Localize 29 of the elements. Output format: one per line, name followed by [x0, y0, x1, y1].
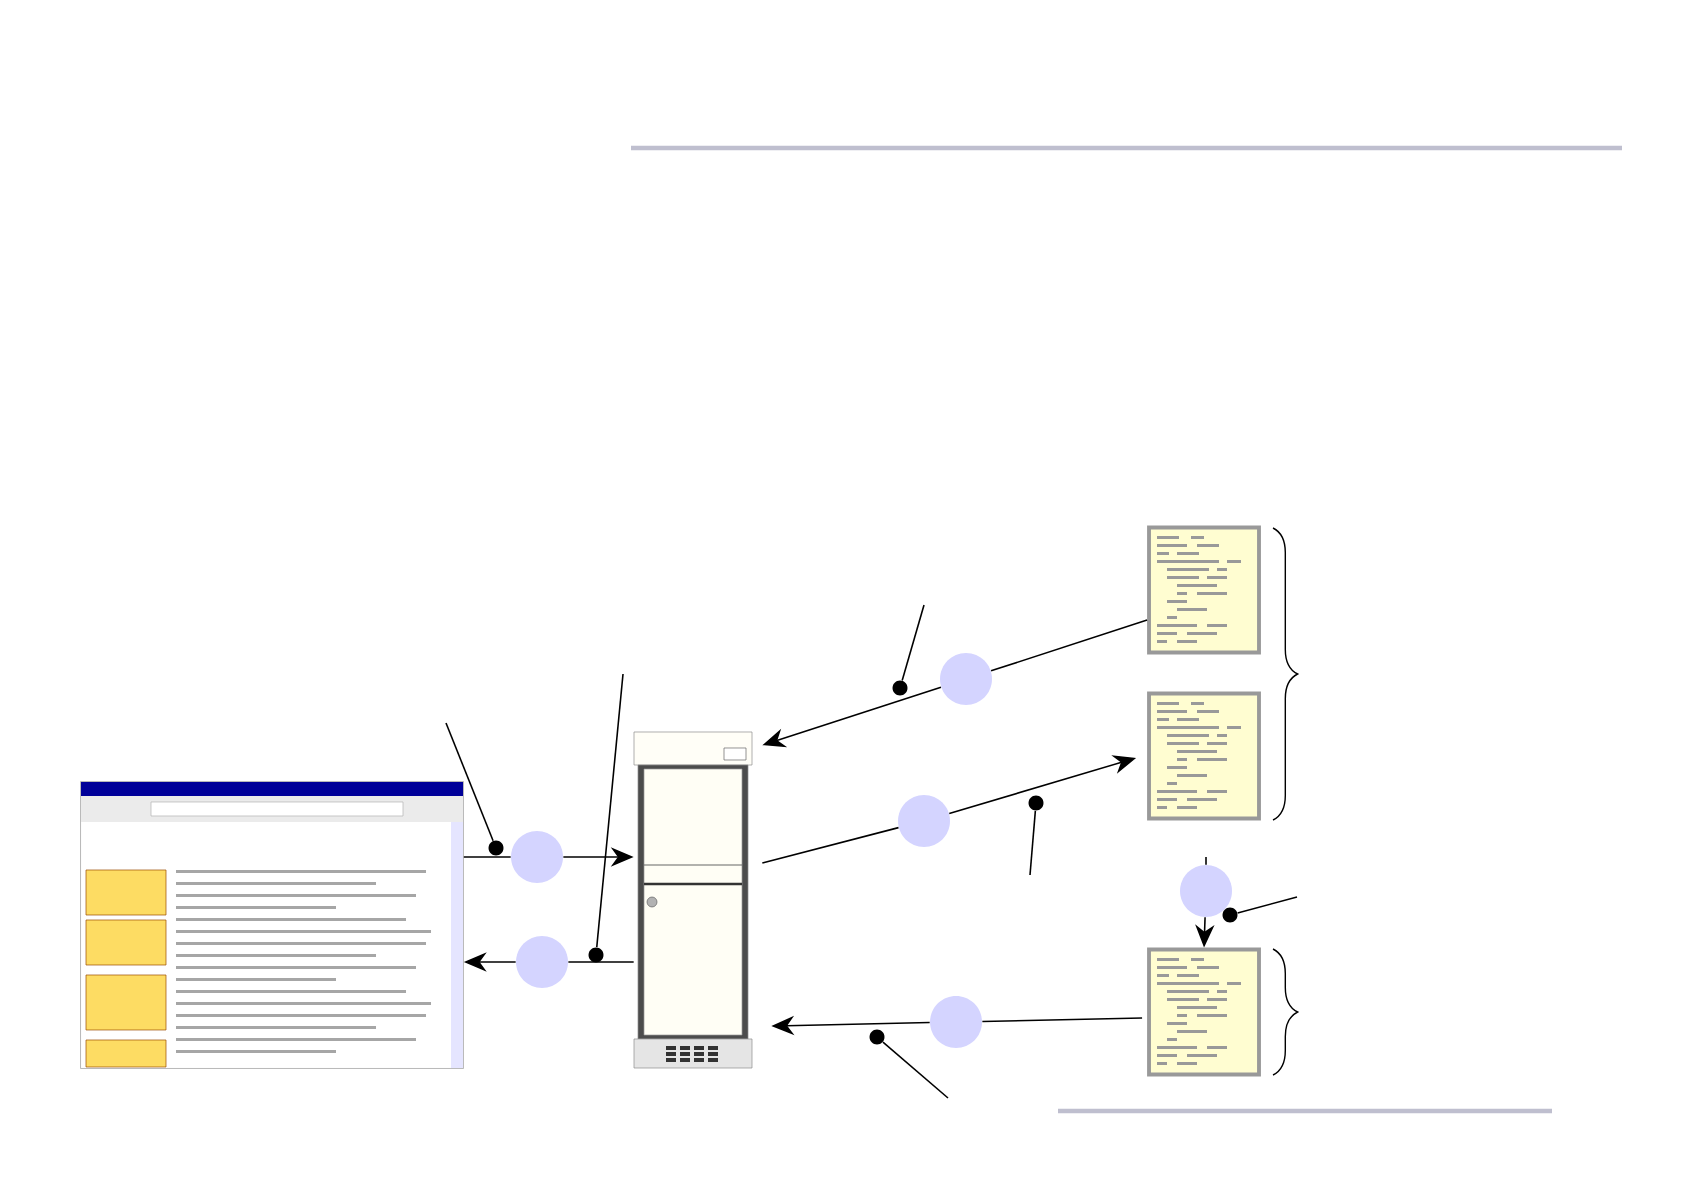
leader-line [882, 1041, 949, 1099]
step-circle [511, 831, 563, 883]
connector-line [1205, 856, 1207, 866]
leader-line [445, 722, 494, 842]
connector-line [567, 961, 635, 963]
leader-dot [588, 947, 604, 963]
leader-line [901, 604, 925, 682]
leader-line [1029, 810, 1037, 876]
leader-line [595, 673, 624, 948]
leader-dot [869, 1029, 885, 1045]
step-circle [940, 653, 992, 705]
leader-dot [892, 680, 908, 696]
leader-dot [1028, 795, 1044, 811]
leader-line [1236, 896, 1298, 914]
step-circle [1180, 865, 1232, 917]
document-drawing [1147, 525, 1261, 655]
step-circle [516, 936, 568, 988]
connector-line [463, 856, 512, 858]
step-circle [930, 996, 982, 1048]
document-drawing [1147, 691, 1261, 821]
connector-line [990, 619, 1148, 672]
server-drawing [633, 731, 753, 1069]
document-drawing [1147, 947, 1261, 1077]
leader-dot [1222, 907, 1238, 923]
step-circle [898, 795, 950, 847]
leader-dot [488, 840, 504, 856]
connector-line [761, 826, 900, 864]
connector-line [981, 1017, 1143, 1023]
browser-window-drawing [80, 781, 464, 1069]
